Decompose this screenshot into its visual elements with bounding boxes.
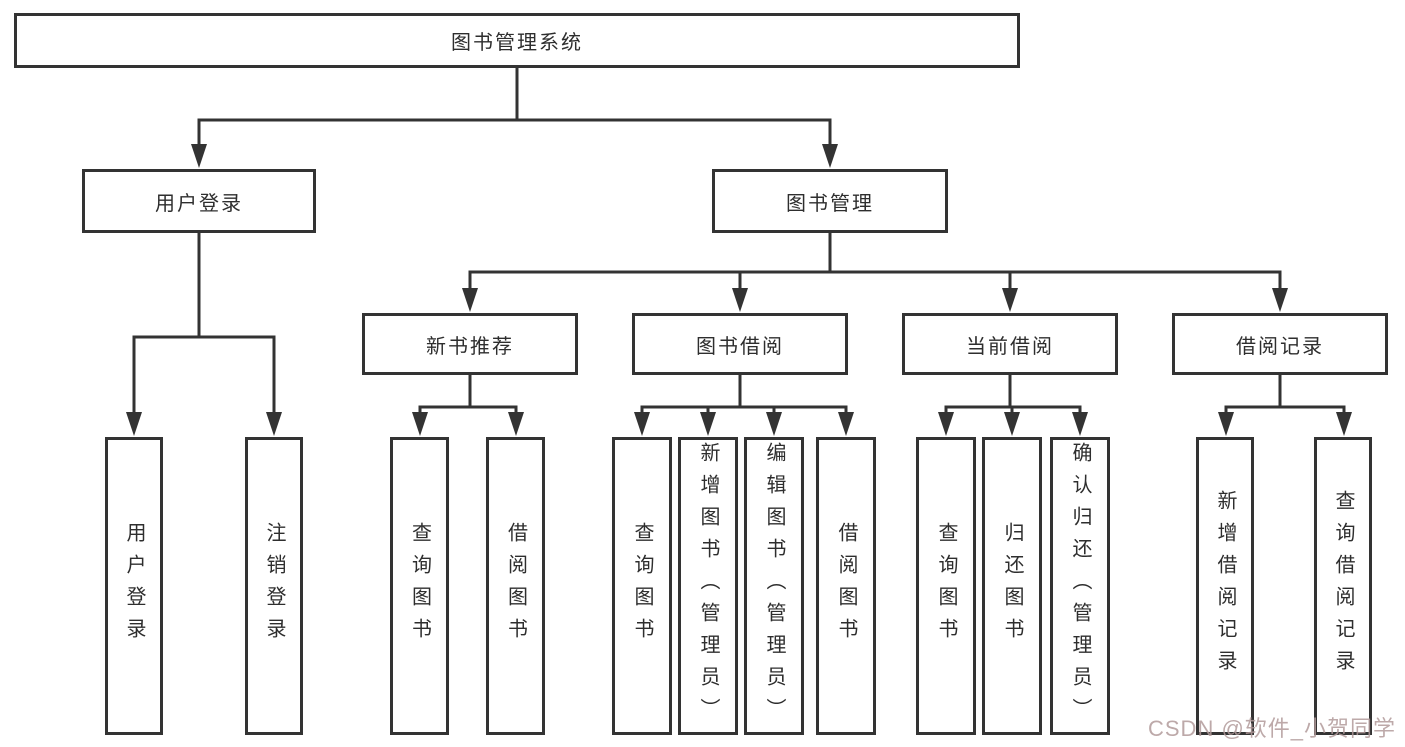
leaf-query-books: 查询图书	[612, 437, 672, 735]
leaf-edit-books-admin: 编辑图书（管理员）	[744, 437, 804, 735]
node-root-label: 图书管理系统	[451, 32, 583, 54]
node-new-book-recommend: 新书推荐	[362, 313, 578, 375]
leaf-add-borrow-record-label: 新增借阅记录	[1214, 490, 1236, 682]
leaf-query-books-label: 查询图书	[631, 522, 653, 650]
leaf-add-books-admin-label: 新增图书（管理员）	[697, 442, 719, 730]
leaf-query-borrow-record: 查询借阅记录	[1314, 437, 1372, 735]
leaf-return-books: 归还图书	[982, 437, 1042, 735]
connector-root-to-level2	[191, 68, 838, 168]
node-book-borrow-label: 图书借阅	[696, 335, 784, 358]
node-current-borrow: 当前借阅	[902, 313, 1118, 375]
leaf-borrow-books-label: 借阅图书	[504, 522, 527, 650]
leaf-borrow-books: 借阅图书	[816, 437, 876, 735]
leaf-query-books: 查询图书	[916, 437, 976, 735]
leaf-query-books-label: 查询图书	[935, 522, 957, 650]
node-current-borrow-label: 当前借阅	[966, 335, 1054, 358]
leaf-logout-label: 注销登录	[263, 522, 285, 650]
node-user-login: 用户登录	[82, 169, 316, 233]
node-new-book-recommend-label: 新书推荐	[426, 335, 514, 358]
connector-book-mgmt-to-level3	[462, 233, 1288, 312]
node-book-borrow: 图书借阅	[632, 313, 848, 375]
leaf-confirm-return-admin-label: 确认归还（管理员）	[1069, 442, 1091, 730]
connector-current-borrow-to-leaves	[938, 375, 1088, 436]
connector-new-books-to-leaves	[412, 375, 524, 436]
node-user-login-label: 用户登录	[155, 192, 243, 215]
leaf-logout: 注销登录	[245, 437, 303, 735]
leaf-borrow-books-label: 借阅图书	[835, 522, 857, 650]
node-borrow-records: 借阅记录	[1172, 313, 1388, 375]
leaf-user-login-label: 用户登录	[123, 522, 145, 650]
leaf-query-borrow-record-label: 查询借阅记录	[1332, 490, 1354, 682]
leaf-return-books-label: 归还图书	[1001, 522, 1023, 650]
leaf-query-books-label: 查询图书	[408, 522, 431, 650]
connector-user-login-to-leaves	[126, 233, 282, 436]
connector-borrow-records-to-leaves	[1218, 375, 1352, 436]
connector-book-borrow-to-leaves	[634, 375, 854, 436]
node-book-management-label: 图书管理	[786, 192, 874, 215]
node-book-management: 图书管理	[712, 169, 948, 233]
leaf-edit-books-admin-label: 编辑图书（管理员）	[763, 442, 785, 730]
leaf-query-books: 查询图书	[390, 437, 449, 735]
leaf-add-borrow-record: 新增借阅记录	[1196, 437, 1254, 735]
leaf-confirm-return-admin: 确认归还（管理员）	[1050, 437, 1110, 735]
leaf-user-login: 用户登录	[105, 437, 163, 735]
node-borrow-records-label: 借阅记录	[1236, 335, 1324, 358]
leaf-borrow-books: 借阅图书	[486, 437, 545, 735]
leaf-add-books-admin: 新增图书（管理员）	[678, 437, 738, 735]
csdn-watermark: CSDN @软件_小贺同学	[1148, 716, 1397, 741]
node-root-system: 图书管理系统	[14, 13, 1020, 68]
